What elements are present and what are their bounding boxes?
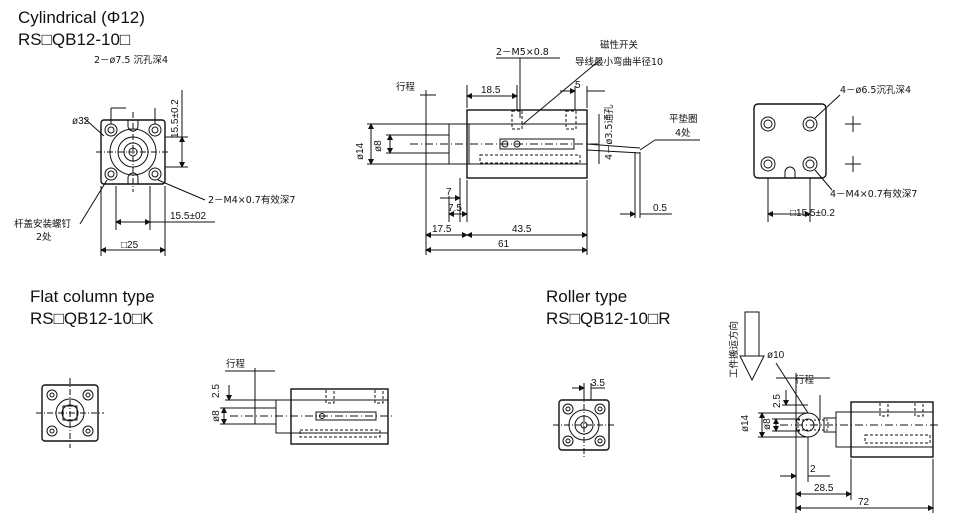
roller-model: RS□QB12-10□R: [546, 309, 671, 328]
roller-side-view: [739, 311, 940, 513]
f-d8-label: ø8: [211, 410, 222, 422]
r-m4-label: 4－M4×0.7有效深7: [830, 188, 917, 200]
c-hole-label: 2－ø7.5 沉孔深4: [94, 55, 168, 66]
s-7-label: 7: [446, 187, 452, 198]
cylindrical-front-view: [79, 90, 215, 256]
rs-d14-label: ø14: [740, 414, 751, 432]
flat-side-view: [220, 368, 395, 445]
flat-front-view: [36, 378, 104, 448]
roller-front-view: [553, 383, 615, 457]
cylindrical-model: RS□QB12-10□: [18, 30, 131, 49]
s-d8-label: ø8: [373, 140, 384, 152]
s-wire-label: 导线最小弯曲半径10: [575, 56, 663, 68]
c-w155-label: 15.5±02: [170, 211, 207, 222]
roller-title: Roller type: [546, 287, 628, 306]
s-washer-count: 4处: [675, 127, 691, 139]
s-185-label: 18.5: [481, 85, 501, 96]
c-h155-label: 15.5±0.2: [170, 99, 181, 138]
s-d14-label: ø14: [355, 142, 366, 160]
f-25-label: 2.5: [211, 384, 222, 398]
rs-d10-label: ø10: [767, 350, 785, 361]
c-screw-count: 2处: [36, 231, 52, 243]
s-through-label: 4－ø3.5通孔: [604, 104, 615, 160]
s-5-label: 5: [575, 80, 581, 91]
s-75-label: 7.5: [448, 203, 462, 214]
s-stroke-label: 行程: [396, 81, 416, 93]
r-hole-label: 4－ø6.5沉孔深4: [840, 85, 911, 96]
s-m5-label: 2－M5×0.8: [496, 47, 549, 58]
c-sq25-label: □25: [121, 240, 139, 251]
rs-2-label: 2: [810, 464, 816, 475]
rs-25-label: 2.5: [772, 394, 783, 408]
c-d32-label: ø32: [72, 116, 90, 127]
c-screw-label: 杆盖安装螺钉: [14, 218, 72, 230]
ro-35-label: 3.5: [591, 378, 605, 389]
s-435-label: 43.5: [512, 224, 532, 235]
rear-view: [753, 94, 861, 222]
s-switch-label: 磁性开关: [600, 39, 639, 51]
f-stroke-label: 行程: [226, 358, 246, 370]
r-155-label: □15.5±0.2: [790, 208, 835, 219]
rs-d8-label: ø8: [762, 418, 773, 430]
flat-model: RS□QB12-10□K: [30, 309, 154, 328]
s-washer-label: 平垫圈: [669, 113, 698, 125]
flat-title: Flat column type: [30, 287, 155, 306]
cylindrical-title: Cylindrical (Φ12): [18, 8, 145, 27]
s-61-label: 61: [498, 239, 510, 250]
rs-285-label: 28.5: [814, 483, 834, 494]
rs-direction-label: 工件搬运方向: [728, 321, 740, 378]
cylindrical-side-view: [367, 57, 700, 255]
s-05-label: 0.5: [653, 203, 667, 214]
rs-stroke-label: 行程: [795, 374, 815, 386]
c-m4-label: 2－M4×0.7有效深7: [208, 194, 295, 206]
rs-72-label: 72: [858, 497, 870, 508]
s-175-label: 17.5: [432, 224, 452, 235]
